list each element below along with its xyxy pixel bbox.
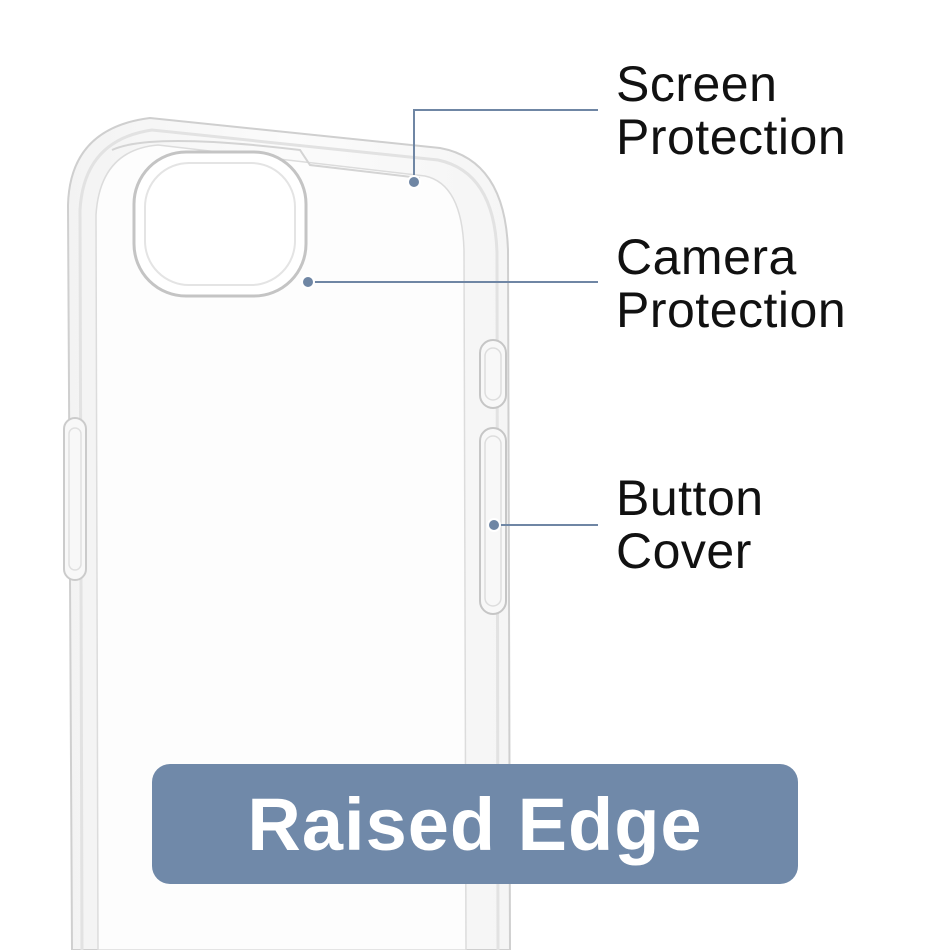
camera-cutout [132,150,308,298]
case-inner-panel [95,144,467,950]
camera-label-line1: Camera [616,229,797,285]
button-label-line2: Cover [616,523,752,579]
camera-protection-label: Camera Protection [616,231,846,337]
case-edge-highlight [78,128,500,950]
raised-edge-banner: Raised Edge [152,764,798,884]
right-button-cover-top-inner [484,347,502,401]
screen-protection-label: Screen Protection [616,58,846,164]
left-button-inner [68,427,82,571]
button-label-line1: Button [616,470,764,526]
left-button-cover [63,417,87,581]
camera-label-line2: Protection [616,282,847,338]
camera-cutout-inner [144,162,296,286]
right-button-cover-bottom-inner [484,435,502,607]
leader-line-button [487,518,598,532]
screen-label-line1: Screen [616,56,778,112]
right-button-cover-top [479,339,507,409]
screen-label-line2: Protection [616,109,847,165]
leader-line-camera [301,275,598,289]
banner-title: Raised Edge [247,782,703,866]
button-cover-label: Button Cover [616,472,764,578]
leader-line-screen [407,109,598,189]
screen-lip [111,140,421,179]
